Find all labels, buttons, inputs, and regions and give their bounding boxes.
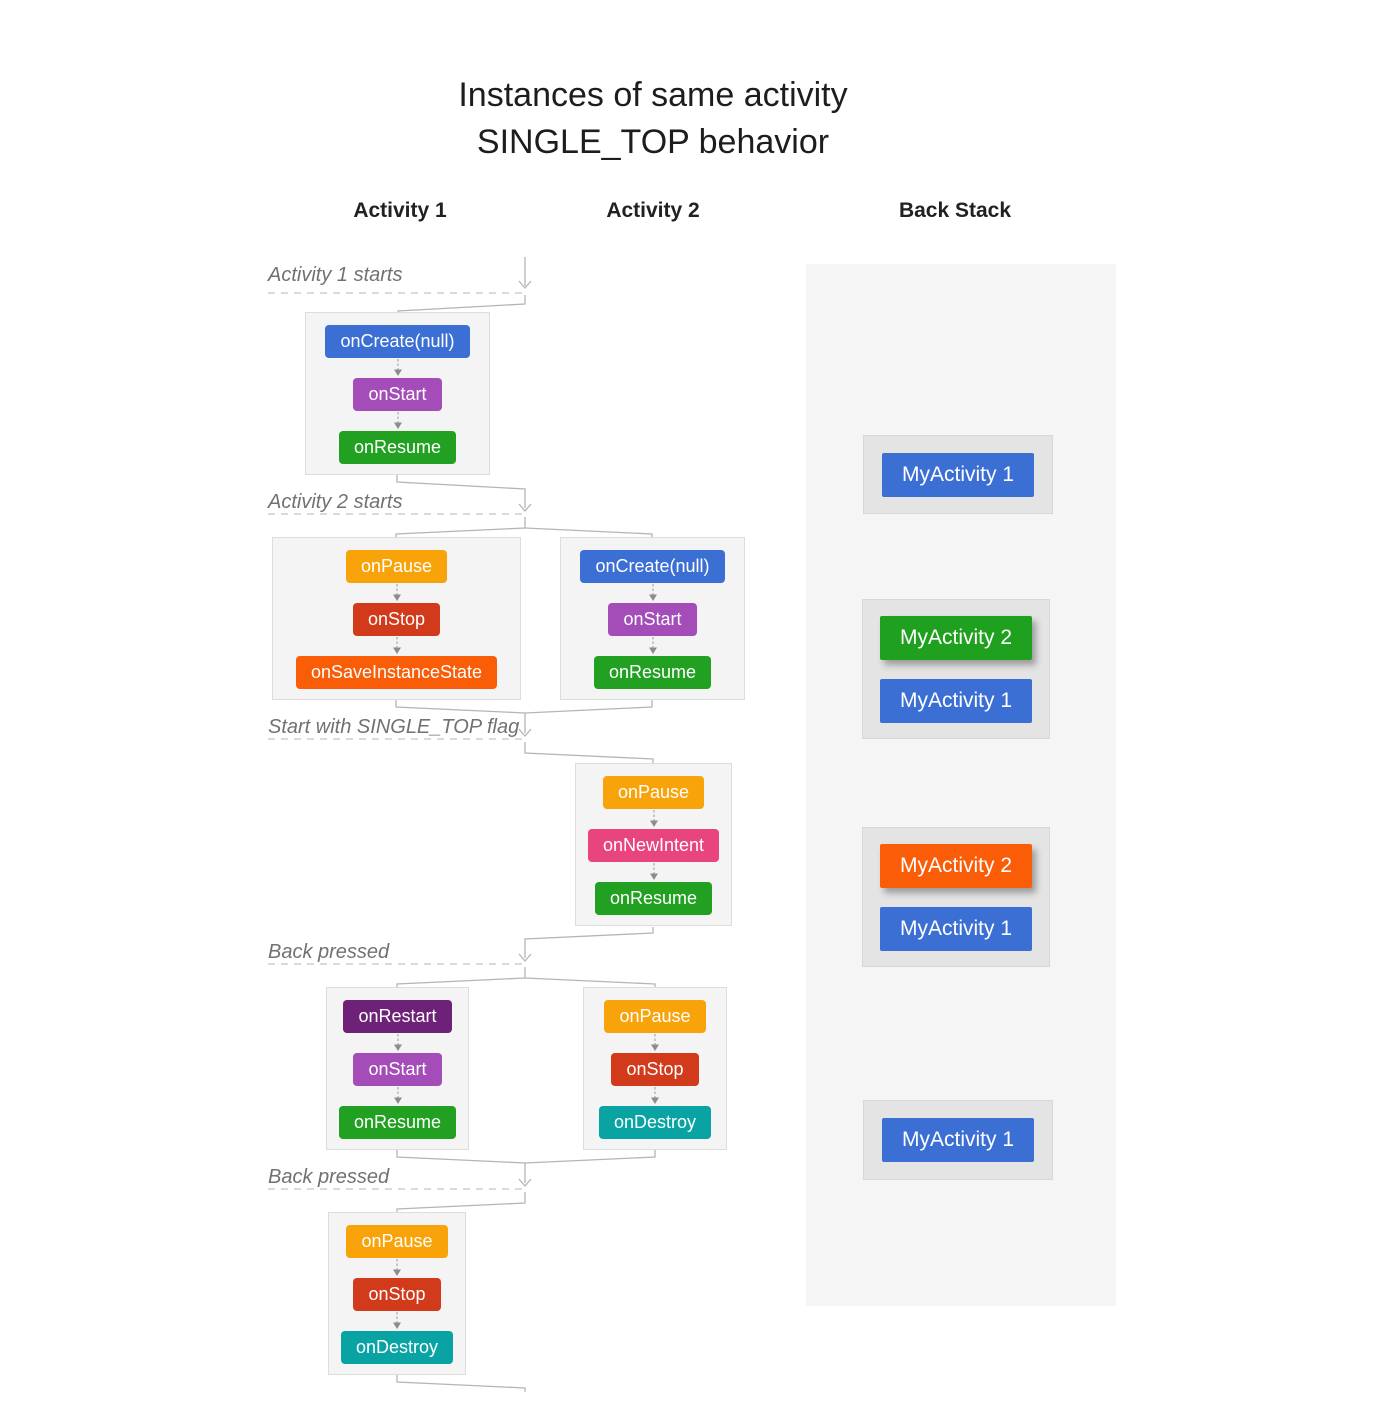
lifecycle-block-stage0-activity1: onCreate(null) onStart onResume [305,312,490,475]
lifecycle-chip-onstop: onStop [352,603,441,636]
back-stack-item: MyActivity 2 [880,843,1032,888]
page-title-line-2: SINGLE_TOP behavior [476,123,830,161]
connector-exit [396,1375,526,1392]
page-title-line-1: Instances of same activity [458,76,848,114]
stage-label-1: Activity 2 starts [268,491,403,513]
flow-arrow-icon [648,809,660,829]
flow-arrow-icon [647,583,659,603]
back-stack-item: MyActivity 1 [882,452,1034,497]
back-stack-item: MyActivity 1 [882,1118,1034,1162]
lifecycle-chip-oncreate: onCreate(null) [580,550,725,583]
lifecycle-chip-ondestroy: onDestroy [340,1331,454,1364]
lifecycle-chip-onpause: onPause [346,1225,448,1258]
column-header-activity-2: Activity 2 [606,199,700,222]
lifecycle-chip-onpause: onPause [604,1000,706,1033]
lifecycle-chip-onpause: onPause [345,550,448,583]
connector-stage-1 [395,475,653,538]
flow-arrow-icon [649,1033,661,1053]
lifecycle-chip-onstop: onStop [611,1053,699,1086]
flow-arrow-icon [392,1033,404,1053]
back-stack-item: MyActivity 1 [880,906,1032,951]
lifecycle-chip-onresume: onResume [338,1106,457,1139]
flow-arrow-icon [391,583,403,603]
flow-arrow-icon [392,358,404,378]
flow-arrow-icon [391,1258,403,1278]
back-stack-group-3: MyActivity 1 [863,1100,1053,1180]
stage-label-0: Activity 1 starts [268,264,403,286]
flow-arrow-icon [391,636,403,656]
lifecycle-chip-onrestart: onRestart [343,1000,452,1033]
flow-arrow-icon [649,1086,661,1106]
lifecycle-chip-oncreate: onCreate(null) [325,325,470,358]
lifecycle-chip-onsaveinstancestate: onSaveInstanceState [295,656,498,689]
stage-label-2: Start with SINGLE_TOP flag [268,716,520,738]
stage-label-4: Back pressed [268,1166,390,1188]
lifecycle-chip-onpause: onPause [602,776,705,809]
lifecycle-block-stage1-activity2: onCreate(null) onStart onResume [560,537,745,700]
connector-stage-3 [396,927,656,987]
lifecycle-chip-onstart: onStart [353,378,442,411]
lifecycle-block-stage1-activity1: onPause onStop onSaveInstanceState [272,537,521,700]
back-stack-group-1: MyActivity 2 MyActivity 1 [862,599,1050,739]
lifecycle-chip-onstart: onStart [353,1053,442,1086]
lifecycle-chip-onresume: onResume [338,431,457,464]
back-stack-item: MyActivity 1 [880,678,1032,723]
lifecycle-chip-onstop: onStop [353,1278,441,1311]
flow-arrow-icon [391,1311,403,1331]
flow-arrow-icon [648,862,660,882]
stage-label-3: Back pressed [268,941,390,963]
lifecycle-chip-ondestroy: onDestroy [598,1106,712,1139]
flow-arrow-icon [392,411,404,431]
flow-arrow-icon [647,636,659,656]
lifecycle-chip-onresume: onResume [594,882,713,915]
page-title: Instances of same activity SINGLE_TOP be… [353,72,953,166]
lifecycle-block-stage3-activity1: onRestart onStart onResume [326,987,469,1150]
connector-stage-4 [396,1150,656,1212]
lifecycle-block-stage2-activity2: onPause onNewIntent onResume [575,763,732,926]
back-stack-item: MyActivity 2 [880,615,1032,660]
back-stack-group-2: MyActivity 2 MyActivity 1 [862,827,1050,967]
lifecycle-chip-onresume: onResume [593,656,712,689]
lifecycle-chip-onstart: onStart [608,603,697,636]
connector-stage-0 [397,257,532,313]
lifecycle-block-stage4-activity1: onPause onStop onDestroy [328,1212,466,1375]
flow-arrow-icon [392,1086,404,1106]
lifecycle-chip-onnewintent: onNewIntent [587,829,720,862]
back-stack-group-0: MyActivity 1 [863,435,1053,514]
column-header-activity-1: Activity 1 [353,199,447,222]
lifecycle-block-stage3-activity2: onPause onStop onDestroy [583,987,727,1150]
column-header-back-stack: Back Stack [898,199,1012,222]
